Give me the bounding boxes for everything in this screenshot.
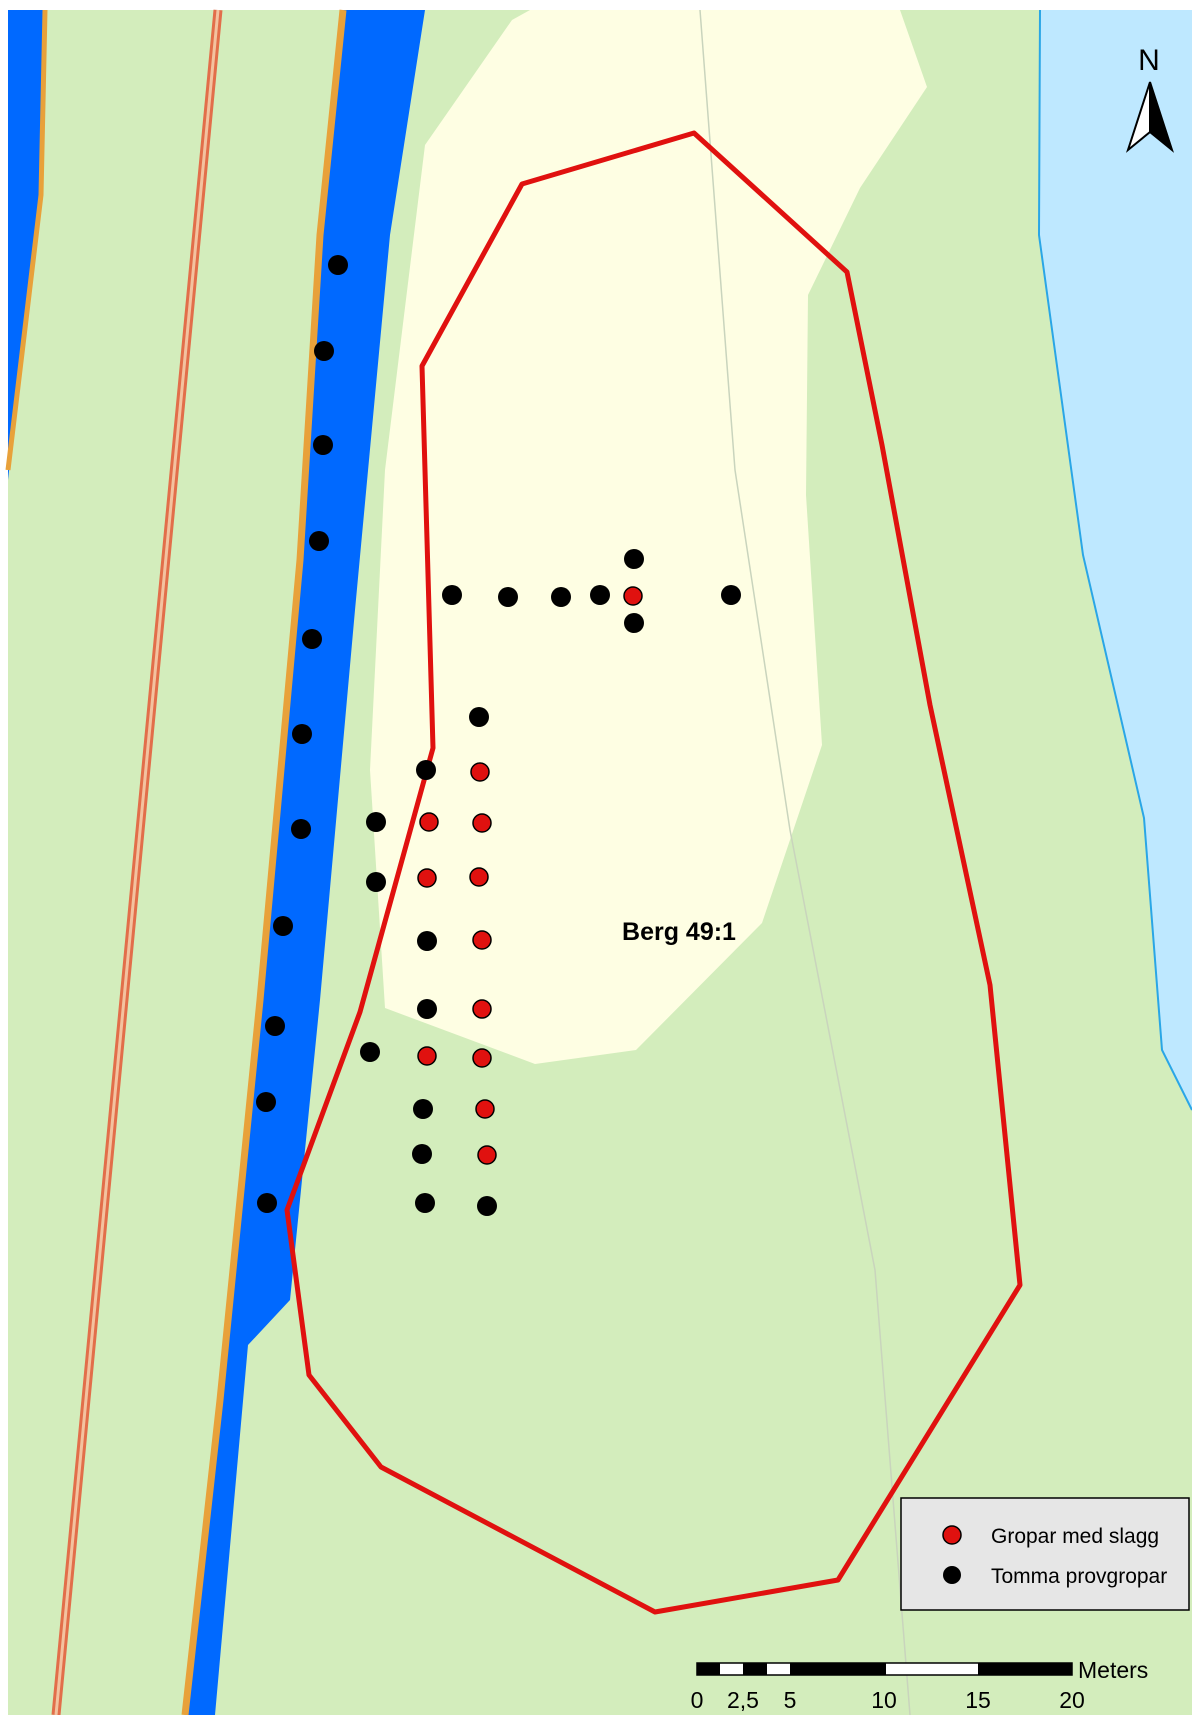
pit-slag-marker[interactable] — [472, 813, 492, 833]
road-left-edge — [5, 9, 48, 471]
pit-empty-marker[interactable] — [366, 872, 386, 892]
pit-empty-marker[interactable] — [416, 760, 436, 780]
pit-empty-marker[interactable] — [469, 707, 489, 727]
legend-empty-symbol — [943, 1566, 961, 1584]
lake-area — [1039, 10, 1192, 1110]
pit-empty-marker[interactable] — [413, 1099, 433, 1119]
legend-slag-label: Gropar med slagg — [991, 1525, 1159, 1548]
scale-seg-4 — [978, 1663, 1072, 1675]
site-label: Berg 49:1 — [622, 918, 736, 946]
pit-empty-marker[interactable] — [292, 724, 312, 744]
pit-slag-marker[interactable] — [623, 586, 643, 606]
pit-empty-marker[interactable] — [328, 255, 348, 275]
pit-slag-marker[interactable] — [472, 1048, 492, 1068]
scale-seg-1 — [697, 1663, 720, 1675]
pit-empty-marker[interactable] — [624, 613, 644, 633]
lake-shoreline — [1037, 9, 1192, 1111]
pit-empty-marker[interactable] — [590, 585, 610, 605]
scale-tick-15: 15 — [965, 1687, 991, 1713]
pit-empty-marker[interactable] — [256, 1092, 276, 1112]
pit-empty-marker[interactable] — [477, 1196, 497, 1216]
pit-empty-marker[interactable] — [624, 549, 644, 569]
north-arrow-icon: N — [1126, 44, 1174, 153]
pit-empty-marker[interactable] — [417, 999, 437, 1019]
stream-main — [186, 10, 425, 1715]
legend-box — [900, 1497, 1190, 1611]
scale-seg-2 — [743, 1663, 767, 1675]
site-boundary[interactable] — [284, 130, 1023, 1615]
scale-tick-5: 5 — [784, 1687, 797, 1713]
scale-seg-3 — [790, 1663, 886, 1675]
legend: Gropar med slagg Tomma provgropar — [900, 1497, 1190, 1611]
scale-tick-2-5: 2,5 — [727, 1687, 759, 1713]
legend-empty-label: Tomma provgropar — [991, 1565, 1167, 1588]
scale-tick-10: 10 — [871, 1687, 897, 1713]
road-inner — [54, 9, 220, 1715]
pit-slag-marker[interactable] — [419, 812, 439, 832]
scale-tick-20: 20 — [1059, 1687, 1085, 1713]
pit-empty-marker[interactable] — [265, 1016, 285, 1036]
scale-bar: 0 2,5 5 10 15 20 Meters — [691, 1657, 1149, 1713]
legend-slag-symbol — [942, 1525, 962, 1545]
pit-slag-marker[interactable] — [417, 1046, 437, 1066]
scale-unit: Meters — [1078, 1657, 1148, 1683]
pit-slag-marker[interactable] — [470, 762, 490, 782]
pit-empty-marker[interactable] — [412, 1144, 432, 1164]
pit-empty-marker[interactable] — [498, 587, 518, 607]
pit-empty-marker[interactable] — [257, 1193, 277, 1213]
pit-empty-marker[interactable] — [360, 1042, 380, 1062]
pit-empty-marker[interactable] — [417, 931, 437, 951]
pit-empty-marker[interactable] — [442, 585, 462, 605]
pit-empty-marker[interactable] — [291, 819, 311, 839]
pit-slag-marker[interactable] — [472, 999, 492, 1019]
pit-empty-marker[interactable] — [415, 1193, 435, 1213]
pit-slag-marker[interactable] — [417, 868, 437, 888]
pit-empty-marker[interactable] — [302, 629, 322, 649]
pit-empty-marker[interactable] — [551, 587, 571, 607]
pit-empty-marker[interactable] — [366, 812, 386, 832]
pit-empty-marker[interactable] — [314, 341, 334, 361]
clearing-area — [370, 10, 927, 1064]
pit-slag-marker[interactable] — [472, 930, 492, 950]
pit-slag-marker[interactable] — [477, 1145, 497, 1165]
pit-empty-marker[interactable] — [309, 531, 329, 551]
pit-empty-marker[interactable] — [273, 916, 293, 936]
pit-slag-marker[interactable] — [475, 1099, 495, 1119]
track-line — [699, 9, 911, 1715]
road-casing — [181, 9, 347, 1715]
scale-tick-0: 0 — [691, 1687, 704, 1713]
pit-empty-marker[interactable] — [313, 435, 333, 455]
north-arrow-right-half — [1149, 81, 1174, 153]
north-label: N — [1138, 44, 1160, 77]
test-pits — [256, 255, 741, 1216]
stream-left — [8, 10, 44, 480]
pit-slag-marker[interactable] — [469, 867, 489, 887]
pit-empty-marker[interactable] — [721, 585, 741, 605]
